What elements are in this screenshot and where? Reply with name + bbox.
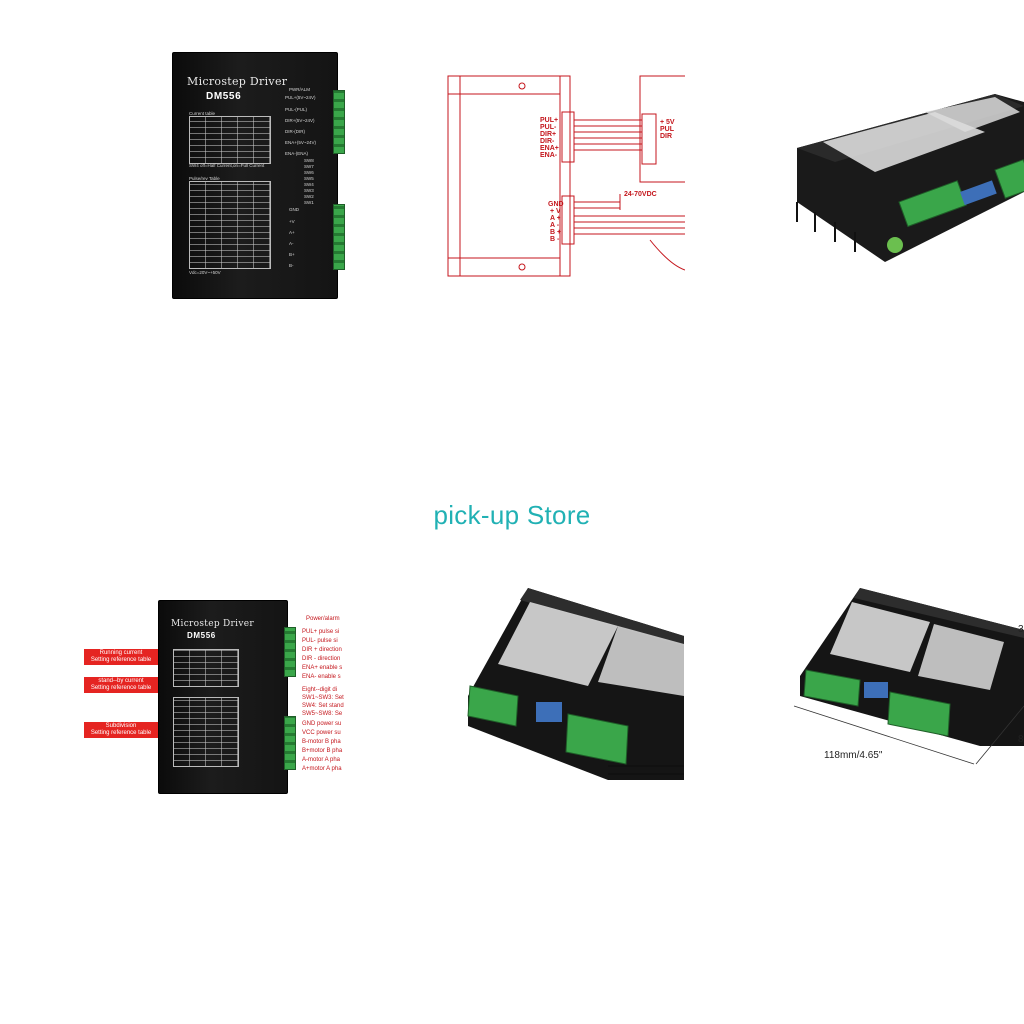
signal-terminal-block xyxy=(333,90,345,154)
wiring-diagram: PUL+ PUL- DIR+ DIR- ENA+ ENA- + 5V PUL D… xyxy=(447,75,685,277)
pin-dir-plus: DIR+ xyxy=(540,131,556,138)
legend-9: SW4: Set stand xyxy=(302,703,344,709)
gnd-label: GND xyxy=(289,207,299,212)
legend-7: Eight--digit di xyxy=(302,687,337,693)
pin-b-minus: B - xyxy=(550,236,560,243)
aminus-label: A- xyxy=(289,241,294,246)
power-terminal-block-2 xyxy=(284,716,296,770)
ena-minus-label: ENA-(ENA) xyxy=(285,151,309,156)
sw7-label: SW7 xyxy=(304,164,314,169)
pin-gnd: GND xyxy=(548,201,564,208)
driver-model-label: DM556 xyxy=(206,91,242,102)
pul-minus-label: PUL-(PUL) xyxy=(285,107,308,112)
callout-subdivision-text: Subdivision Setting reference table xyxy=(90,723,152,736)
legend-1: PUL+ pulse si xyxy=(302,629,339,635)
pin-pul-plus: PUL+ xyxy=(540,117,558,124)
sw5-label: SW5 xyxy=(304,176,314,181)
driver-angled-photo-2 xyxy=(467,588,684,780)
legend-14: B+motor B pha xyxy=(302,748,343,754)
bminus-label: B- xyxy=(289,263,294,268)
signal-terminal-block-2 xyxy=(284,627,296,677)
callout-standby-current-text: stand--by current Setting reference tabl… xyxy=(90,678,152,691)
driver-dimension-photo: 118mm/4.65" 3 8 xyxy=(793,588,1024,765)
callout-standby-current: stand--by current Setting reference tabl… xyxy=(84,677,158,693)
pin-ena-plus: ENA+ xyxy=(540,145,559,152)
pwr-alm-label: PWR/ALM xyxy=(289,87,311,92)
pin-v: + V xyxy=(550,208,561,215)
ctrl-pul: PUL xyxy=(660,126,675,133)
sw4-label: SW4 xyxy=(304,182,314,187)
current-table-2 xyxy=(173,649,239,687)
pin-b-plus: B + xyxy=(550,229,561,236)
pin-ena-minus: ENA- xyxy=(540,152,558,159)
pul-plus-label: PUL+(5V~24V) xyxy=(285,95,316,100)
legend-3: DIR + direction xyxy=(302,647,342,653)
legend-16: A+motor A pha xyxy=(302,766,342,772)
dir-plus-label: DIR+(5V~24V) xyxy=(285,118,315,123)
sw2-label: SW2 xyxy=(304,194,314,199)
legend-5: ENA+ enable s xyxy=(302,665,342,671)
aplus-label: A+ xyxy=(289,230,295,235)
legend-11: GND power su xyxy=(302,721,341,727)
legend-2: PUL- pulse si xyxy=(302,638,338,644)
pulse-table xyxy=(189,181,271,269)
legend-4: DIR - direction xyxy=(302,656,340,662)
legend-15: A-motor A pha xyxy=(302,757,341,763)
pin-a-minus: A - xyxy=(550,222,560,229)
current-table-title: Current table xyxy=(189,111,216,116)
driver-front-annotated-photo: Microstep Driver DM556 xyxy=(158,600,288,794)
driver-brand-label: Microstep Driver xyxy=(187,75,288,88)
pin-dir-minus: DIR- xyxy=(540,138,555,145)
ctrl-dir: DIR xyxy=(660,133,672,140)
driver-front-photo: Microstep Driver DM556 Current table Pul… xyxy=(172,52,338,299)
legend-12: VCC power su xyxy=(302,730,341,736)
legend-0: Power/alarm xyxy=(306,616,340,622)
ena-plus-label: ENA+(5V~24V) xyxy=(285,140,317,145)
sw1-label: SW1 xyxy=(304,200,314,205)
driver-angled-photo-1 xyxy=(796,94,1024,262)
sw4-note: SW4 off=Half Current,on=Full Current xyxy=(189,163,265,168)
pin-legend: Power/alarm PUL+ pulse si PUL- pulse si … xyxy=(302,616,344,772)
dimension-partial-bottom: 8 xyxy=(1018,734,1024,745)
dimension-length-label: 118mm/4.65" xyxy=(824,750,883,761)
current-table xyxy=(189,116,271,164)
driver-brand-label-2: Microstep Driver xyxy=(171,619,254,629)
power-terminal-block xyxy=(333,204,345,270)
pin-pul-minus: PUL- xyxy=(540,124,557,131)
vdc-note: Vdc=20V~+50V xyxy=(189,270,221,275)
sw8-label: SW8 xyxy=(304,158,314,163)
callout-running-current-text: Running current Setting reference table xyxy=(90,650,152,663)
callout-running-current: Running current Setting reference table xyxy=(84,649,158,665)
dimension-partial-top: 3 xyxy=(1018,624,1024,635)
pulse-table-title: Pulse/rev Table xyxy=(189,176,220,181)
legend-10: SW5~SW8: Se xyxy=(302,711,343,717)
legend-8: SW1~SW3: Set xyxy=(302,695,344,701)
vplus-label: +V xyxy=(289,219,295,224)
dir-minus-label: DIR-(DIR) xyxy=(285,129,305,134)
pulse-table-2 xyxy=(173,697,239,767)
driver-model-label-2: DM556 xyxy=(187,631,216,640)
pin-a-plus: A + xyxy=(550,215,561,222)
ctrl-5v: + 5V xyxy=(660,119,675,126)
callout-subdivision: Subdivision Setting reference table xyxy=(84,722,158,738)
bplus-label: B+ xyxy=(289,252,295,257)
sw6-label: SW6 xyxy=(304,170,314,175)
store-name: pick-up Store xyxy=(433,500,591,530)
supply-label: 24-70VDC xyxy=(624,191,657,198)
sw3-label: SW3 xyxy=(304,188,314,193)
legend-6: ENA- enable s xyxy=(302,674,341,680)
legend-13: B-motor B pha xyxy=(302,739,341,745)
